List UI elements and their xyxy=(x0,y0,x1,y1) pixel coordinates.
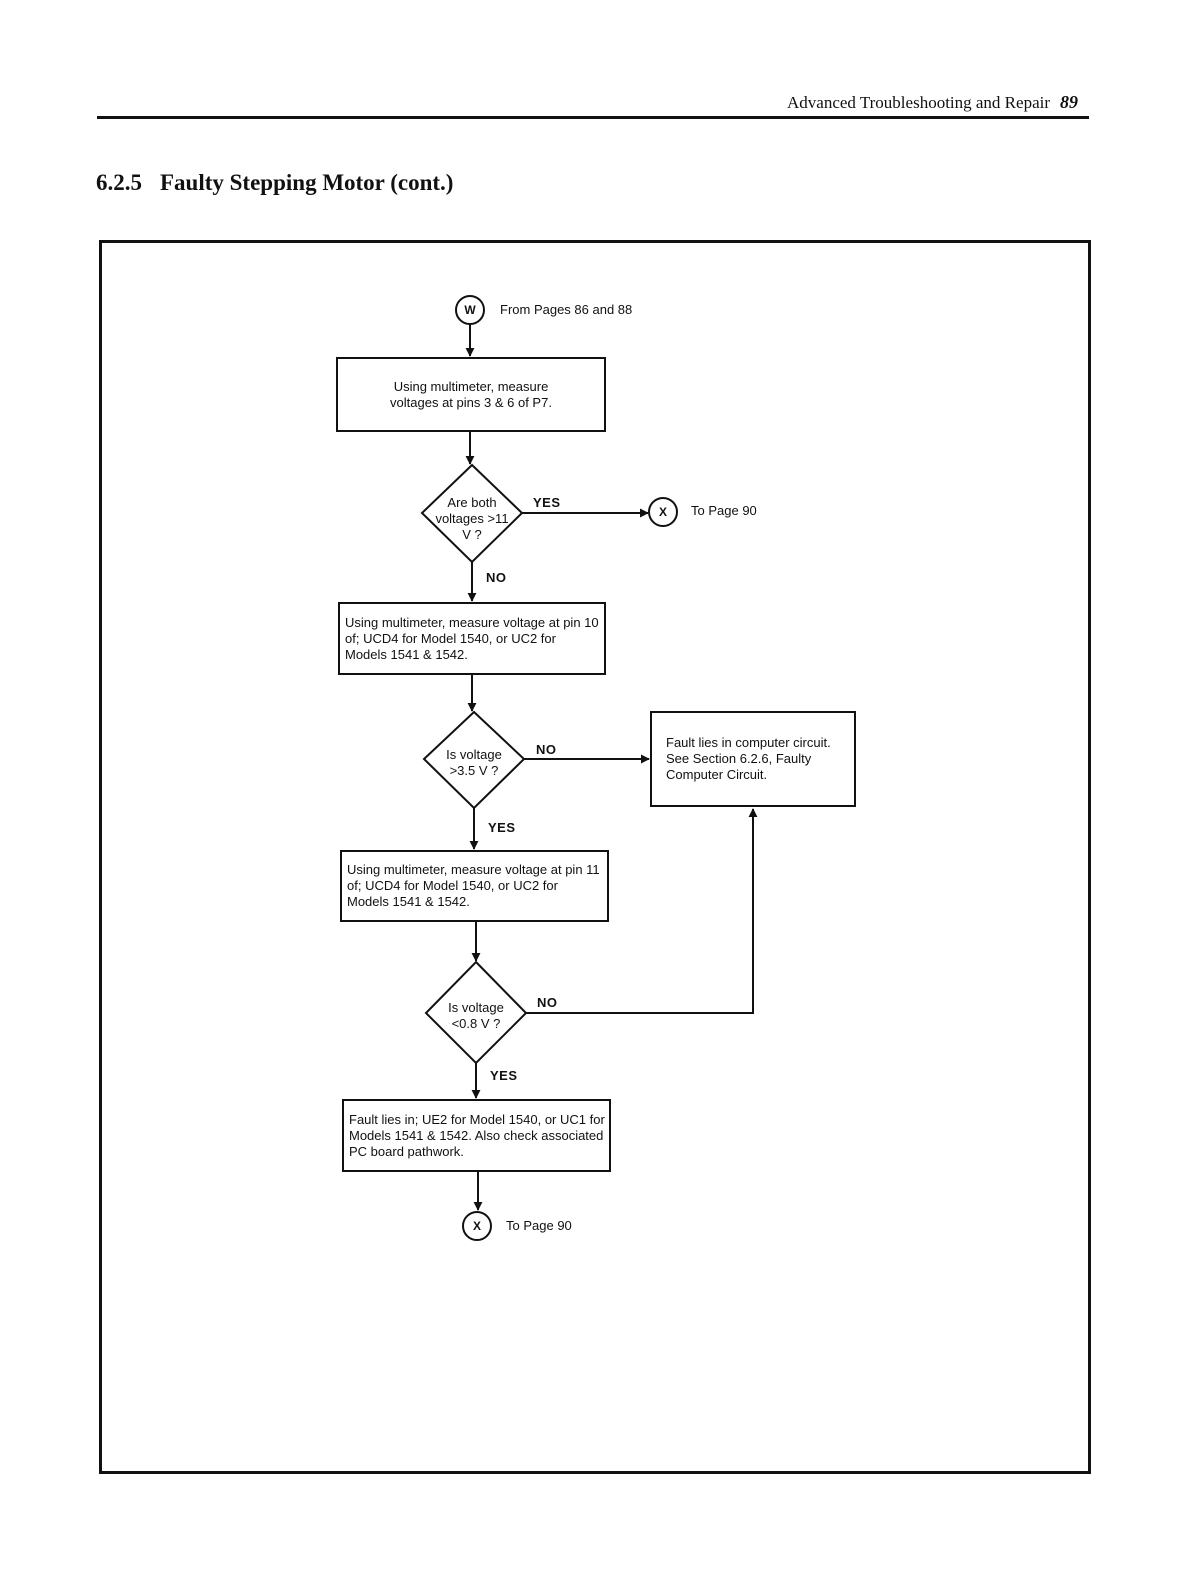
connector-w-note: From Pages 86 and 88 xyxy=(500,302,633,317)
connector-x2-circle xyxy=(462,1211,492,1241)
decision2-yes-label: YES xyxy=(488,820,516,835)
step2-text: Using multimeter, measure voltage at pin… xyxy=(345,614,599,662)
flowchart-frame xyxy=(99,240,1091,1474)
connector-x2-letter: X xyxy=(472,1219,481,1233)
section-heading: Faulty Stepping Motor (cont.) xyxy=(160,170,454,195)
page-number: 89 xyxy=(1060,92,1078,112)
section-title: 6.2.5 Faulty Stepping Motor (cont.) xyxy=(96,170,453,196)
running-head: Advanced Troubleshooting and Repair 89 xyxy=(600,92,1078,113)
step3-box: Using multimeter, measure voltage at pin… xyxy=(340,850,609,922)
connector-x1-circle xyxy=(648,497,678,527)
decision1-text: Are both voltages >11 V ? xyxy=(435,495,509,542)
decision3-no-label: NO xyxy=(537,995,558,1010)
fault-ue2-box: Fault lies in; UE2 for Model 1540, or UC… xyxy=(342,1099,611,1172)
connector-x2-note: To Page 90 xyxy=(506,1218,572,1233)
decision1-no-label: NO xyxy=(486,570,507,585)
decision1-yes-label: YES xyxy=(533,495,561,510)
decision2-no-label: NO xyxy=(536,742,557,757)
step1-text: Using multimeter, measure voltages at pi… xyxy=(390,378,552,410)
step2-box: Using multimeter, measure voltage at pin… xyxy=(338,602,606,675)
fault-computer-text: Fault lies in computer circuit. See Sect… xyxy=(666,735,831,782)
decision3-yes-label: YES xyxy=(490,1068,518,1083)
running-title: Advanced Troubleshooting and Repair xyxy=(787,93,1050,112)
connector-w-letter: W xyxy=(464,303,476,317)
connector-x1-letter: X xyxy=(658,505,667,519)
fault-computer-box: Fault lies in computer circuit. See Sect… xyxy=(650,711,856,807)
step3-text: Using multimeter, measure voltage at pin… xyxy=(347,862,600,909)
decision3-text: Is voltage <0.8 V ? xyxy=(448,1000,504,1031)
arrow-decision3-no xyxy=(526,808,758,1014)
fault-ue2-text: Fault lies in; UE2 for Model 1540, or UC… xyxy=(349,1111,605,1159)
connector-x1-note: To Page 90 xyxy=(691,503,757,518)
section-number: 6.2.5 xyxy=(96,170,142,195)
header-rule xyxy=(97,116,1089,119)
decision2-text: Is voltage >3.5 V ? xyxy=(446,747,502,778)
step1-box: Using multimeter, measure voltages at pi… xyxy=(336,357,606,432)
